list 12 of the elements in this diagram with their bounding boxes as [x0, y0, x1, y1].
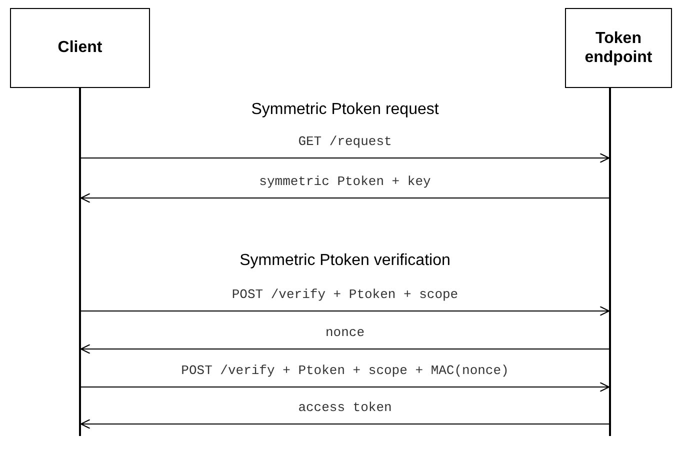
- message-arrow: [80, 382, 610, 392]
- message-arrow: [80, 306, 610, 316]
- lifeline: [79, 88, 81, 436]
- message-arrow: [80, 418, 610, 430]
- message-arrow: [80, 344, 610, 354]
- section-title: Symmetric Ptoken verification: [240, 252, 450, 270]
- participant-box: Token endpoint: [565, 8, 672, 88]
- section-title: Symmetric Ptoken request: [251, 101, 439, 119]
- message-arrow: [80, 152, 610, 164]
- lifeline: [609, 88, 611, 436]
- message-arrow: [80, 192, 610, 204]
- participant-box: Client: [10, 8, 150, 88]
